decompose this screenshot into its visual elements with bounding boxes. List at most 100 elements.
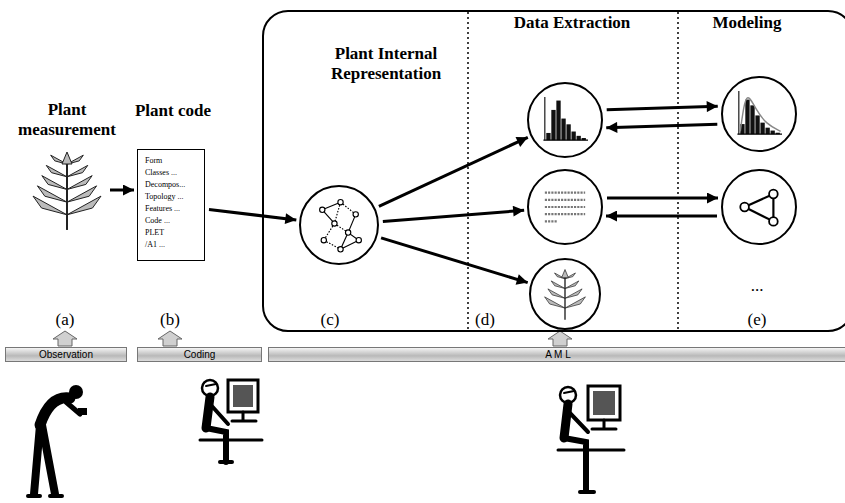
histogram-bar: [566, 124, 570, 140]
histogram-bar: [750, 105, 754, 134]
leaf: [548, 289, 565, 298]
stage-label: (a): [35, 310, 95, 330]
fit-curve: [740, 98, 780, 132]
node-heading: Data Extraction: [472, 13, 672, 33]
code-line: PLET: [145, 227, 197, 239]
graph-vertex: [740, 203, 749, 212]
histogram-bar: [755, 115, 759, 134]
code-line: Topology ...: [145, 191, 197, 203]
histogram-bar: [561, 119, 565, 141]
data-row: [545, 199, 585, 201]
flow-arrow: [209, 210, 296, 220]
stage-label: (c): [300, 310, 360, 330]
histogram-bar: [571, 132, 575, 141]
leaf: [67, 186, 97, 202]
up-arrows: [53, 331, 572, 346]
histogram-bar: [771, 131, 775, 135]
flow-arrow: [110, 189, 134, 192]
node-label: Coding: [138, 348, 261, 361]
stage-band: A M L: [268, 347, 845, 362]
node-heading: Plant Internal Representation: [301, 44, 471, 84]
axis: [544, 97, 545, 140]
histogram-bar: [745, 100, 749, 135]
code-file-box: Plant codeFormClasses ...Decompos...Topo…: [137, 149, 205, 261]
code-line: Code ...: [145, 215, 197, 227]
node-heading: Plant measurement: [4, 100, 130, 140]
histogram-bar: [556, 101, 560, 141]
flow-arrow: [606, 215, 717, 218]
flow-arrow: [607, 106, 718, 109]
flow-arrow: [381, 238, 528, 283]
topology-link: [334, 202, 340, 223]
shape-illustration: [529, 84, 601, 156]
shape-illustration: [531, 260, 599, 328]
topology-vertex: [353, 212, 358, 217]
up-arrow: [53, 331, 77, 346]
axis: [543, 140, 588, 141]
topology-vertex: [332, 221, 337, 226]
plant-figure: Plant measurement: [28, 150, 106, 230]
shape-illustration: [28, 150, 106, 230]
flow-arrow: [607, 197, 718, 200]
stage-band: Coding: [137, 347, 262, 362]
data-row: [545, 213, 585, 215]
node-label: Observation: [6, 348, 126, 361]
leaf: [67, 176, 92, 190]
graph-vertex: [769, 190, 778, 199]
histogram-bar: [765, 128, 769, 134]
column-separator: [677, 12, 679, 330]
histogram-bar: [760, 123, 764, 135]
coder-figure: [200, 380, 262, 462]
leaf: [62, 152, 72, 164]
data-row: [545, 220, 558, 222]
leaf: [46, 165, 67, 176]
leaf: [42, 176, 67, 190]
column-separator: [467, 12, 469, 330]
fitted-model-circle: [721, 76, 797, 152]
data-row: [545, 206, 585, 208]
node-heading: Plant code: [132, 101, 214, 121]
ellipsis-label: ...: [727, 276, 787, 296]
plant-view-circle: [529, 258, 601, 330]
stage-label: (b): [140, 310, 200, 330]
leaf: [551, 281, 565, 289]
flow-arrow: [383, 210, 524, 221]
aml-user-figure: [558, 386, 624, 492]
shape-illustration: [723, 78, 795, 150]
table-circle: [527, 169, 603, 245]
topology-vertex: [338, 200, 343, 205]
axis: [737, 134, 782, 135]
histogram-bar: [546, 133, 550, 140]
histogram-bar: [551, 110, 555, 140]
up-arrow: [548, 331, 572, 346]
observer-figure: [28, 385, 87, 496]
flow-arrow: [606, 124, 717, 127]
leaf: [562, 270, 569, 278]
data-row: [545, 192, 585, 194]
histogram-circle: [527, 82, 603, 158]
leaf: [33, 196, 67, 215]
up-arrow: [158, 331, 182, 346]
code-line: Features ...: [145, 203, 197, 215]
stage-label: (e): [727, 310, 787, 330]
flow-arrow: [379, 137, 528, 206]
topology-vertex: [338, 247, 343, 252]
topology-vertex: [345, 230, 350, 235]
shape-illustration: [301, 187, 377, 263]
histogram-bar: [577, 136, 581, 140]
leaf: [565, 289, 582, 298]
leaf: [67, 196, 101, 215]
shape-illustration: [529, 171, 601, 243]
leaf: [67, 165, 88, 176]
topology-vertex: [320, 207, 325, 212]
topology-vertex: [321, 238, 326, 243]
axis: [738, 91, 739, 134]
stage-label: (d): [455, 310, 515, 330]
shape-illustration: [723, 171, 795, 243]
code-line: Classes ...: [145, 167, 197, 179]
leaf: [565, 281, 579, 289]
graph-model-circle: [721, 169, 797, 245]
representation-circle: Plant Internal Representation: [299, 185, 379, 265]
stem: [66, 154, 68, 230]
